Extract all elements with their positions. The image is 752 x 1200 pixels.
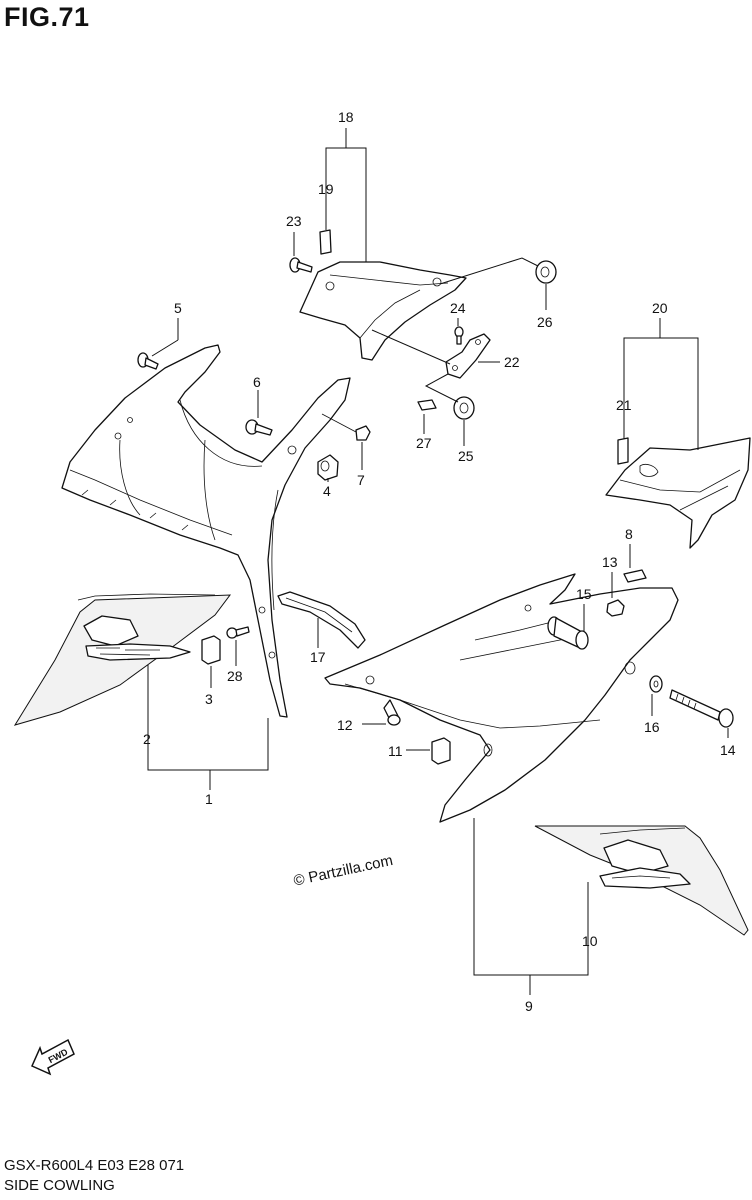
callout-1: 1 — [205, 791, 213, 807]
left-cowling-emblem[interactable] — [13, 593, 232, 726]
bracket-22[interactable] — [445, 333, 491, 379]
callout-10: 10 — [582, 933, 598, 949]
callout-7: 7 — [357, 472, 365, 488]
bolt-14[interactable] — [669, 689, 734, 728]
callout-22: 22 — [504, 354, 520, 370]
clip-nut-3[interactable] — [201, 635, 221, 665]
screw-23[interactable] — [289, 257, 313, 273]
callout-16: 16 — [644, 719, 660, 735]
callout-4: 4 — [323, 483, 331, 499]
callout-3: 3 — [205, 691, 213, 707]
label-19[interactable] — [319, 229, 332, 255]
screw-24[interactable] — [454, 326, 464, 345]
callout-23: 23 — [286, 213, 302, 229]
callout-21: 21 — [616, 397, 632, 413]
section-title: SIDE COWLING — [4, 1177, 115, 1194]
screw-28[interactable] — [226, 626, 250, 639]
assembly-bracket-1 — [147, 665, 269, 771]
grommet-25[interactable] — [453, 396, 475, 420]
callout-14: 14 — [720, 742, 736, 758]
fastener-7[interactable] — [321, 413, 371, 441]
callout-24: 24 — [450, 300, 466, 316]
callout-27: 27 — [416, 435, 432, 451]
callout-11: 11 — [388, 743, 403, 759]
right-cowling-emblem[interactable] — [534, 825, 749, 936]
leader-line-26a — [439, 257, 539, 285]
callout-9: 9 — [525, 998, 533, 1014]
callout-6: 6 — [253, 374, 261, 390]
grommet-13[interactable] — [606, 599, 625, 617]
pad-27[interactable] — [417, 399, 437, 411]
upper-inner-panel[interactable] — [299, 261, 467, 361]
callout-13: 13 — [602, 554, 618, 570]
assembly-bracket-18 — [325, 147, 367, 262]
callout-5: 5 — [174, 300, 182, 316]
figure-title: FIG.71 — [4, 2, 90, 32]
leader-line-22b — [371, 329, 451, 365]
clip-nut-11[interactable] — [431, 737, 451, 765]
right-side-cowling[interactable] — [324, 573, 679, 823]
callout-25: 25 — [458, 448, 474, 464]
leader-line-25a — [424, 373, 459, 403]
callout-8: 8 — [625, 526, 633, 542]
assembly-bracket-9 — [473, 818, 589, 976]
label-21[interactable] — [617, 437, 629, 465]
fwd-arrow-icon: FWD — [31, 1038, 75, 1076]
assembly-bracket-20 — [623, 337, 699, 450]
callout-18: 18 — [338, 109, 354, 125]
grommet-4[interactable] — [317, 454, 339, 481]
spacer-15[interactable] — [547, 616, 589, 650]
callout-15: 15 — [576, 586, 592, 602]
callout-26: 26 — [537, 314, 553, 330]
callout-20: 20 — [652, 300, 668, 316]
washer-16[interactable] — [649, 675, 663, 693]
callout-2: 2 — [143, 731, 151, 747]
leader-line-5b — [151, 339, 179, 357]
model-code: GSX-R600L4 E03 E28 071 — [4, 1157, 185, 1174]
screw-5[interactable] — [137, 352, 159, 370]
callout-28: 28 — [227, 668, 243, 684]
grommet-26[interactable] — [535, 260, 557, 284]
callout-19: 19 — [318, 181, 334, 197]
right-upper-panel[interactable] — [605, 437, 751, 549]
bolt-6[interactable] — [245, 419, 273, 436]
callout-12: 12 — [337, 717, 353, 733]
pad-8[interactable] — [623, 569, 647, 583]
trim-strip-17[interactable] — [277, 591, 366, 649]
left-side-cowling[interactable] — [61, 344, 351, 718]
callout-17: 17 — [310, 649, 326, 665]
screw-12[interactable] — [383, 699, 401, 726]
